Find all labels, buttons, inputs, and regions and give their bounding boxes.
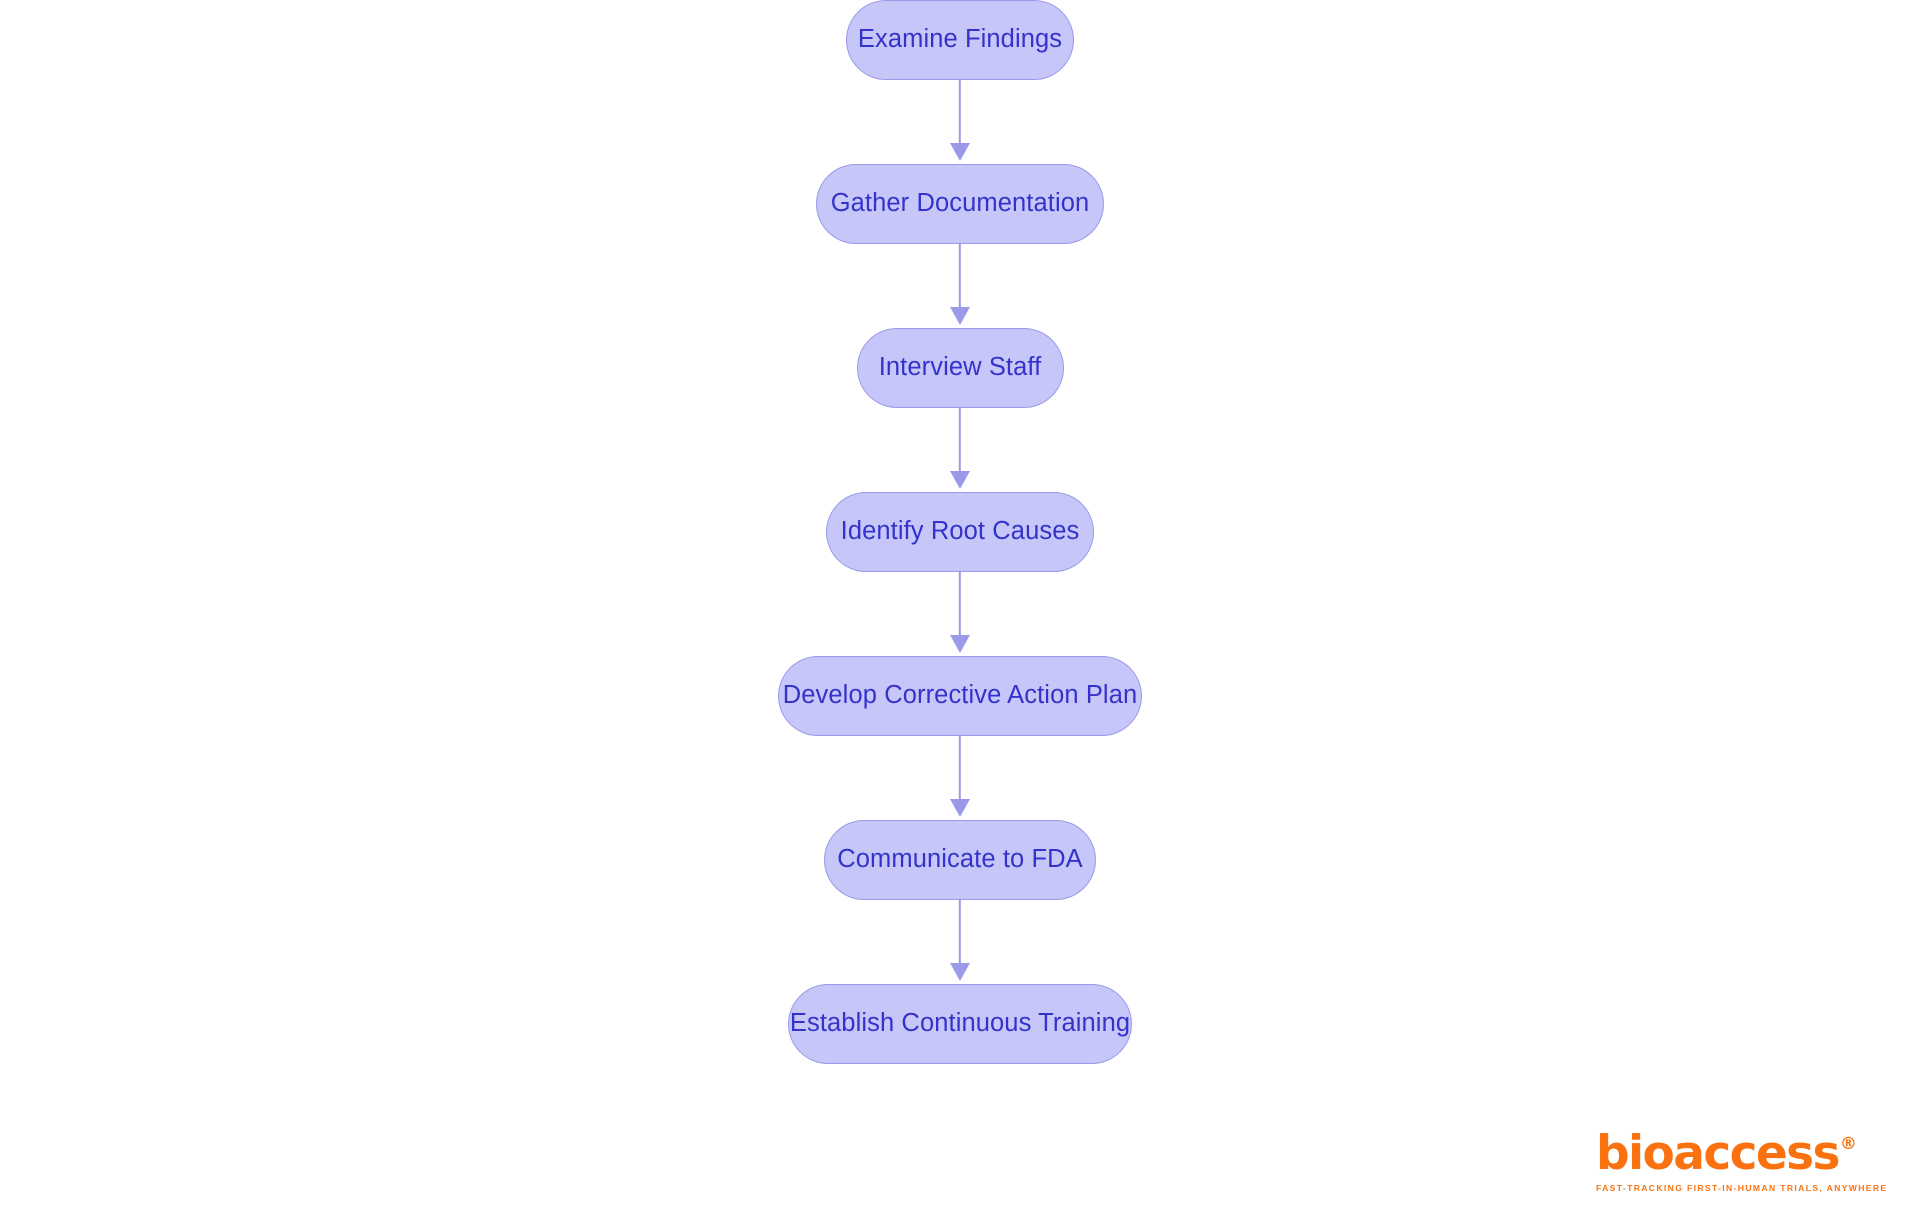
edge-line <box>958 736 962 804</box>
flow-node-gather-documentation[interactable]: Gather Documentation <box>816 164 1104 244</box>
edge-line <box>958 572 962 640</box>
arrowhead-icon <box>950 963 970 981</box>
arrowhead-icon <box>950 799 970 817</box>
flow-node-label: Communicate to FDA <box>837 845 1083 874</box>
edge-line <box>958 80 962 148</box>
flow-node-identify-root-causes[interactable]: Identify Root Causes <box>826 492 1094 572</box>
flow-node-develop-corrective-action-plan[interactable]: Develop Corrective Action Plan <box>778 656 1142 736</box>
flow-edge-n4-n5 <box>945 572 975 656</box>
flow-node-label: Identify Root Causes <box>840 517 1080 546</box>
arrowhead-icon <box>950 471 970 489</box>
edge-line <box>958 900 962 968</box>
registered-trademark-icon: ® <box>1839 1134 1857 1155</box>
flow-edge-n5-n6 <box>945 736 975 820</box>
edge-line <box>958 408 962 476</box>
brand-tagline: FAST-TRACKING FIRST-IN-HUMAN TRIALS, ANY… <box>1596 1183 1888 1194</box>
brand-wordmark-row: bioaccess® <box>1596 1130 1886 1177</box>
flowchart-node-column: Examine Findings Gather Documentation In… <box>778 0 1142 1064</box>
arrowhead-icon <box>950 143 970 161</box>
bioaccess-logo: bioaccess® FAST-TRACKING FIRST-IN-HUMAN … <box>1596 1130 1886 1193</box>
flow-node-label: Establish Continuous Training <box>789 1009 1131 1038</box>
flow-edge-n2-n3 <box>945 244 975 328</box>
flow-node-examine-findings[interactable]: Examine Findings <box>846 0 1074 80</box>
arrowhead-icon <box>950 307 970 325</box>
flow-node-interview-staff[interactable]: Interview Staff <box>856 328 1064 408</box>
flow-edge-n1-n2 <box>945 80 975 164</box>
flow-node-label: Develop Corrective Action Plan <box>782 681 1138 710</box>
flow-edge-n6-n7 <box>945 900 975 984</box>
flow-edge-n3-n4 <box>945 408 975 492</box>
flow-node-establish-continuous-training[interactable]: Establish Continuous Training <box>788 984 1132 1064</box>
edge-line <box>958 244 962 312</box>
arrowhead-icon <box>950 635 970 653</box>
brand-wordmark: bioaccess <box>1596 1126 1841 1182</box>
flow-node-label: Examine Findings <box>857 25 1063 54</box>
flow-node-label: Interview Staff <box>878 353 1042 382</box>
flow-node-communicate-to-fda[interactable]: Communicate to FDA <box>824 820 1096 900</box>
flow-node-label: Gather Documentation <box>830 189 1090 218</box>
